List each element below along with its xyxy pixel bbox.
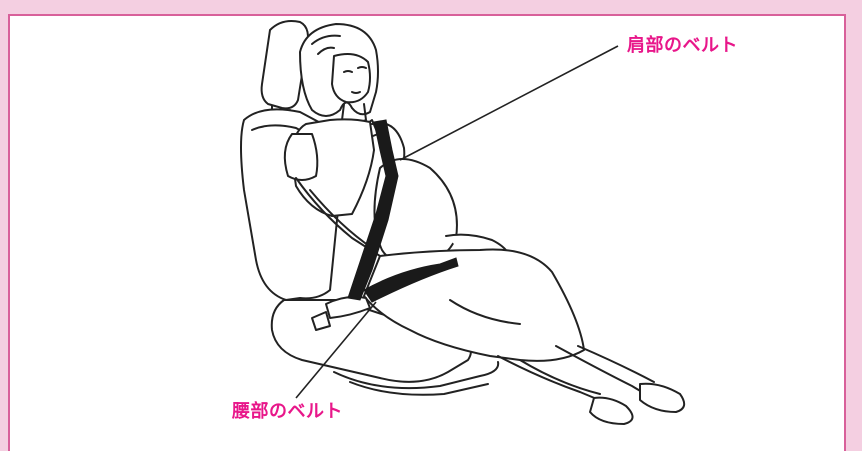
sleeve — [283, 133, 319, 181]
skirt-fold — [449, 299, 521, 325]
shoe-right — [639, 382, 686, 413]
shoulder-belt-label: 肩部のベルト — [627, 35, 738, 56]
shoe-left — [589, 396, 634, 425]
shoulder-belt-leader-line — [399, 45, 619, 161]
eye-right — [357, 66, 367, 69]
face — [331, 53, 371, 104]
seat-back-inner — [251, 124, 319, 141]
lap-belt-label: 腰部のベルト — [232, 401, 343, 422]
lap-belt-leader-line — [295, 301, 377, 399]
leg-left — [497, 355, 605, 403]
leg-left-back — [519, 359, 601, 395]
forearm — [309, 189, 373, 249]
mouth — [351, 91, 361, 94]
seat-rail-lower — [349, 381, 489, 396]
seat-rail — [333, 361, 500, 390]
seatbelt-buckle-tongue — [311, 311, 331, 331]
leg-right — [555, 345, 653, 399]
shoulder-belt-strap — [347, 119, 399, 301]
eye-left — [343, 70, 353, 73]
hair-strand — [311, 34, 341, 55]
lap-belt-strap — [363, 257, 459, 303]
seat-headrest — [260, 20, 309, 110]
leg-right-back — [577, 345, 655, 383]
